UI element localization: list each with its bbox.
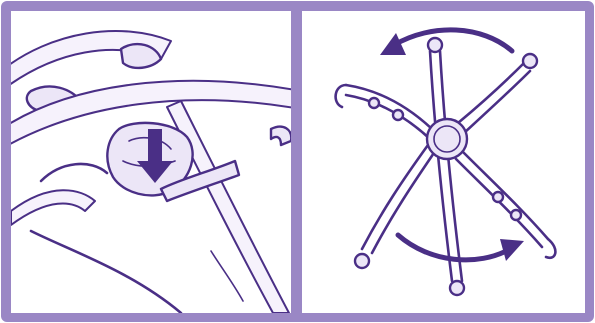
- hanger-4: [509, 208, 523, 222]
- mobile-hub: [425, 117, 469, 161]
- foot-upper-right: [521, 52, 539, 70]
- arch-lower-curve: [39, 162, 109, 183]
- lower-tube-left: [11, 189, 96, 226]
- mobile-arm-upper-right-2: [462, 69, 532, 135]
- mobile-arm-lower-left: [360, 143, 430, 251]
- mobile-hub-inner: [433, 125, 461, 153]
- mobile-arm-upper-right: [456, 61, 526, 125]
- strap: [159, 159, 241, 203]
- foot-lower-left: [353, 252, 371, 270]
- panel-right-rotate-mobile: [302, 11, 585, 313]
- arch-tube-leg: [166, 100, 290, 313]
- hook-right: [269, 125, 291, 147]
- attach-clip-illustration: [11, 30, 291, 313]
- hand-thumb: [119, 42, 163, 70]
- rotate-arrow-bottom-head: [500, 239, 524, 261]
- rotate-mobile-illustration: [334, 27, 557, 297]
- rotate-arrow-bottom-path: [395, 232, 513, 263]
- mobile-arm-back: [428, 49, 454, 283]
- rotate-arrow-top-head: [380, 33, 406, 55]
- foot-back-top: [426, 36, 444, 54]
- mobile-arm-upper-left: [344, 83, 434, 131]
- frame-bottom-curve: [29, 229, 183, 313]
- leg-stitch: [210, 250, 244, 302]
- rotate-arrow-top-path: [391, 27, 515, 54]
- hanger-1: [367, 96, 381, 110]
- hook-upper-left: [334, 83, 348, 109]
- arch-tube-front: [11, 79, 291, 145]
- panel-left-attach-clip: [11, 11, 291, 313]
- mobile-arm-back-2: [438, 49, 464, 283]
- hanger-2: [391, 108, 405, 122]
- hanger-3: [491, 190, 505, 204]
- hook-lower-right: [544, 237, 557, 260]
- arrow-down-icon: [137, 129, 173, 183]
- foot-back-bottom: [448, 279, 466, 297]
- mobile-arm-upper-left-2: [344, 93, 432, 141]
- mobile-arm-lower-left-2: [370, 145, 440, 255]
- mobile-arm-lower-right: [460, 149, 550, 241]
